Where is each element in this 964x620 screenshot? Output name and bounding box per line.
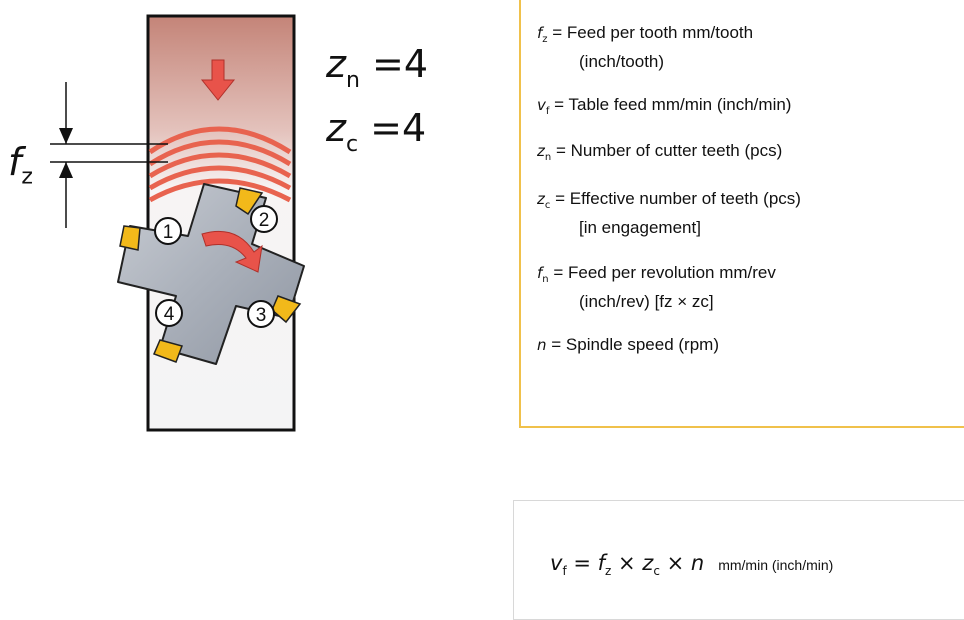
- tooth-number-4: 4: [155, 299, 183, 327]
- legend-item-fz: fz = Feed per tooth mm/tooth (inch/tooth…: [537, 23, 754, 71]
- param-zn: zn =4: [326, 42, 429, 93]
- feed-arrow-icon: [200, 59, 236, 101]
- fz-dimension: [50, 82, 168, 228]
- svg-text:3: 3: [256, 305, 267, 326]
- tooth-number-2: 2: [250, 205, 278, 233]
- svg-text:4: 4: [164, 304, 175, 325]
- legend-box: fz = Feed per tooth mm/tooth (inch/tooth…: [519, 0, 964, 428]
- legend-item-n: n = Spindle speed (rpm): [537, 335, 719, 354]
- legend-item-fn: fn = Feed per revolution mm/rev (inch/re…: [537, 263, 776, 311]
- tooth-number-1: 1: [154, 217, 182, 245]
- legend-item-vf: vf = Table feed mm/min (inch/min): [537, 95, 792, 117]
- milling-diagram: 1 2 3 4: [50, 14, 305, 432]
- cutter-inserts: [119, 187, 302, 363]
- legend-item-zc: zc = Effective number of teeth (pcs) [in…: [537, 189, 801, 237]
- formula-unit: mm/min (inch/min): [718, 557, 834, 573]
- fz-label: fz: [8, 140, 33, 190]
- tooth-number-3: 3: [247, 300, 275, 328]
- param-zc: zc =4: [326, 106, 427, 157]
- svg-text:1: 1: [163, 222, 174, 243]
- svg-text:2: 2: [259, 210, 270, 231]
- rotation-arrow-icon: [201, 230, 263, 273]
- chip-arcs: [148, 126, 292, 203]
- legend-item-zn: zn = Number of cutter teeth (pcs): [537, 141, 783, 163]
